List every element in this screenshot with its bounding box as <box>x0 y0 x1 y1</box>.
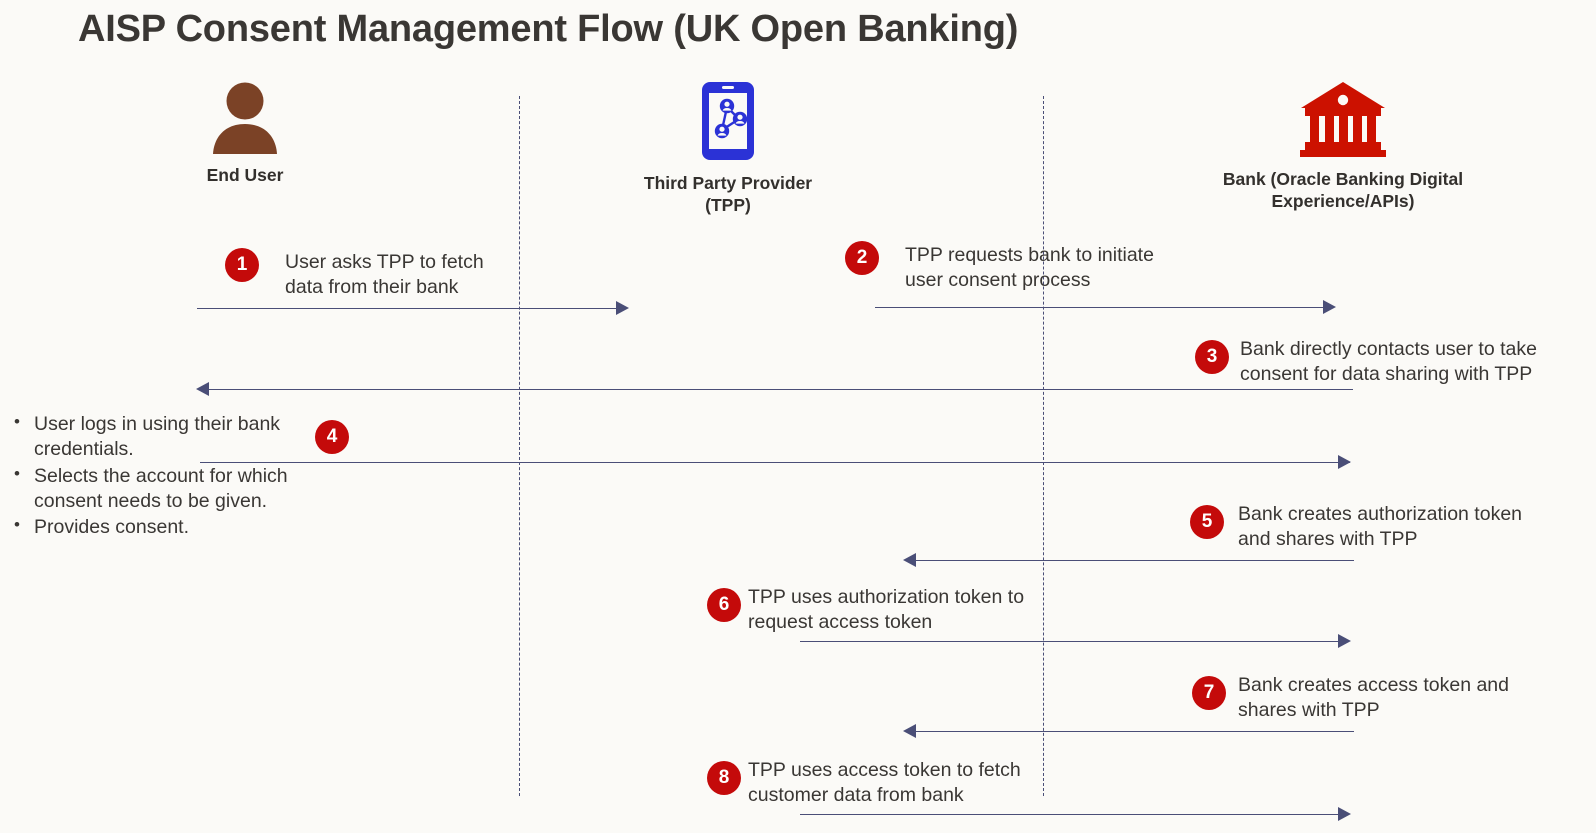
actor-label-end-user: End User <box>206 165 284 185</box>
lifeline-tpp <box>519 96 520 796</box>
step-caption-2: TPP requests bank to initiate user conse… <box>905 244 1154 291</box>
message-arrow-8 <box>800 814 1345 815</box>
message-arrow-6 <box>800 641 1345 642</box>
arrowhead-right-2 <box>1323 300 1336 314</box>
step-badge-1: 1 <box>225 248 259 282</box>
list-item: User logs in using their bank credentials… <box>10 411 340 463</box>
step-caption-8: TPP uses access token to fetch customer … <box>748 759 1021 806</box>
actor-tpp: Third Party Provider (TPP) <box>623 80 833 217</box>
list-item: Selects the account for which consent nee… <box>10 463 340 515</box>
step4-bullet-2-line1: Selects the account for which <box>34 464 288 487</box>
lifeline-bank <box>1043 96 1044 796</box>
actor-bank: Bank (Oracle Banking Digital Experience/… <box>1173 80 1513 213</box>
step-badge-4: 4 <box>315 420 349 454</box>
step-caption-1: User asks TPP to fetch data from their b… <box>285 251 484 298</box>
message-arrow-5 <box>916 560 1354 561</box>
step4-bullet-1-line2: credentials. <box>34 438 134 461</box>
step-caption-3: Bank directly contacts user to take cons… <box>1240 338 1537 385</box>
step-badge-5: 5 <box>1190 505 1224 539</box>
actor-label-bank: Bank (Oracle Banking Digital Experience/… <box>1222 169 1464 212</box>
actor-label-tpp: Third Party Provider (TPP) <box>643 173 813 216</box>
message-arrow-7 <box>916 731 1354 732</box>
arrowhead-left-5 <box>903 553 916 567</box>
step-badge-6: 6 <box>707 588 741 622</box>
step4-bullet-1-line1: User logs in using their bank <box>34 413 281 435</box>
step-badge-2: 2 <box>845 241 879 275</box>
actor-end-user: End User <box>140 82 350 186</box>
person-icon <box>213 82 277 154</box>
message-arrow-3 <box>208 389 1353 390</box>
arrowhead-right-6 <box>1338 634 1351 648</box>
arrowhead-left-3 <box>196 382 209 396</box>
step-caption-7: Bank creates access token and shares wit… <box>1238 674 1509 721</box>
message-arrow-2 <box>875 307 1330 308</box>
list-item: Provides consent. <box>10 514 340 540</box>
step4-bullet-3-line1: Provides consent. <box>34 516 190 539</box>
mobile-network-icon <box>702 82 754 160</box>
step-caption-6: TPP uses authorization token to request … <box>748 586 1025 633</box>
arrowhead-right-1 <box>616 301 629 315</box>
step-badge-3: 3 <box>1195 340 1229 374</box>
page-title: AISP Consent Management Flow (UK Open Ba… <box>78 8 1019 50</box>
arrowhead-right-4 <box>1338 455 1351 469</box>
bank-building-icon <box>1300 82 1386 157</box>
step-badge-7: 7 <box>1192 676 1226 710</box>
step-badge-8: 8 <box>707 761 741 795</box>
message-arrow-1 <box>197 308 623 309</box>
arrowhead-right-8 <box>1338 807 1351 821</box>
step-4-bullet-list: User logs in using their bank credentials… <box>10 411 340 542</box>
message-arrow-4 <box>200 462 1350 463</box>
step-caption-5: Bank creates authorization token and sha… <box>1238 503 1523 550</box>
step4-bullet-2-line2: consent needs to be given. <box>34 490 268 513</box>
arrowhead-left-7 <box>903 724 916 738</box>
